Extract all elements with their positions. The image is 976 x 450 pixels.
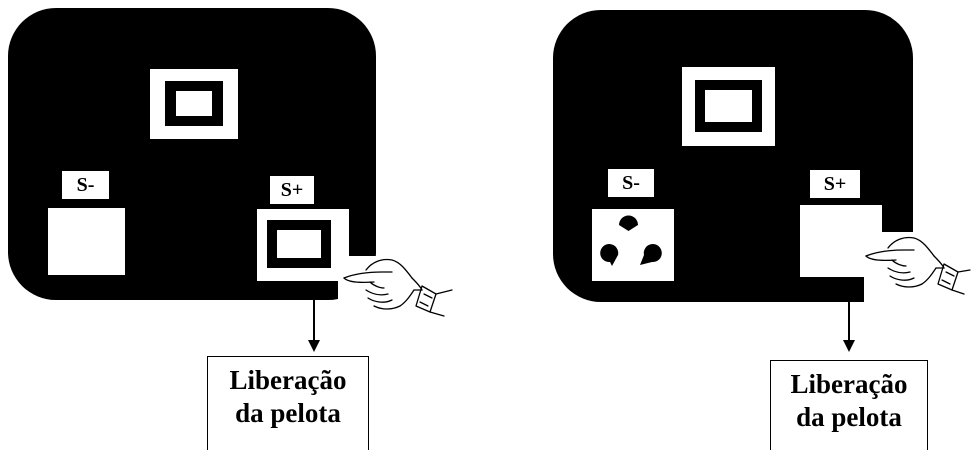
pellet-release-box-right: Liberação da pelota bbox=[770, 360, 928, 450]
outcome-line2: da pelota bbox=[235, 398, 341, 428]
screen-notch bbox=[864, 232, 916, 304]
s-minus-key-blank[interactable] bbox=[48, 208, 125, 275]
outcome-line2: da pelota bbox=[796, 402, 902, 432]
s-minus-label: S- bbox=[62, 171, 109, 199]
pointing-hand-icon bbox=[865, 236, 971, 295]
outcome-line1: Liberação bbox=[790, 369, 908, 399]
pellet-release-box-left: Liberação da pelota bbox=[207, 356, 369, 450]
arrow-line bbox=[848, 302, 850, 342]
outcome-line1: Liberação bbox=[229, 365, 347, 395]
pointing-hand-icon bbox=[343, 258, 453, 317]
arrow-down-icon bbox=[843, 340, 855, 352]
kanizsa-triangle-icon bbox=[600, 215, 662, 266]
s-minus-label: S- bbox=[608, 169, 654, 197]
arrow-line bbox=[313, 300, 315, 342]
s-plus-label: S+ bbox=[810, 170, 860, 198]
arrow-down-icon bbox=[308, 340, 320, 352]
s-plus-label: S+ bbox=[270, 176, 314, 204]
